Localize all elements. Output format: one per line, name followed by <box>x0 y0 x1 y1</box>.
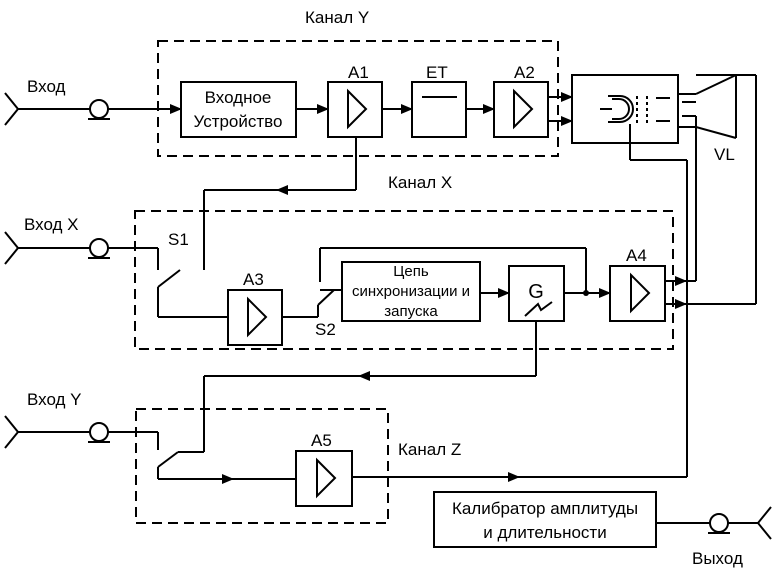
sync-trigger-block <box>341 261 481 322</box>
calibrator-block <box>433 491 657 548</box>
switch-s2-label: S2 <box>315 320 336 339</box>
sync-trigger-label-line2: синхронизации и <box>352 283 470 300</box>
input-connector-main <box>4 92 182 126</box>
amplifier-a4 <box>609 265 666 322</box>
sync-trigger-label-line1: Цепь <box>393 263 429 280</box>
delay-line-et <box>411 81 467 138</box>
input-y-label: Вход Y <box>27 390 82 409</box>
switch-z <box>157 451 204 479</box>
amplifier-a3-label: A3 <box>243 270 264 289</box>
amplifier-a5 <box>295 450 353 507</box>
amplifier-a4-label: A4 <box>626 246 647 265</box>
channel-y-frame <box>157 40 559 157</box>
input-main-label: Вход <box>27 77 66 96</box>
amplifier-a5-label: A5 <box>311 431 332 450</box>
output-label: Выход <box>692 549 743 568</box>
switch-s1-label: S1 <box>168 230 189 249</box>
channel-z-title: Канал Z <box>398 440 461 459</box>
junction-dot <box>583 290 589 296</box>
output-connector <box>656 506 772 540</box>
amplifier-a1 <box>327 81 383 138</box>
channel-y-title: Канал Y <box>305 8 369 27</box>
input-connector-x <box>4 231 159 266</box>
amplifier-a3 <box>227 289 283 346</box>
amplifier-a2-label: A2 <box>514 63 535 82</box>
switch-s1 <box>157 266 181 317</box>
crt-tube-vl <box>571 74 737 160</box>
switch-s2 <box>317 248 342 317</box>
channel-x-frame <box>134 210 674 350</box>
input-device-label-line2: Устройство <box>194 112 283 131</box>
calibrator-label-line2: и длительности <box>483 523 606 542</box>
input-connector-y <box>4 415 159 450</box>
sync-trigger-label-line3: запуска <box>384 303 438 320</box>
channel-x-title: Канал X <box>388 173 452 192</box>
sweep-generator-label: G <box>528 281 544 303</box>
amplifier-a2 <box>493 81 549 138</box>
input-device-block <box>180 81 297 138</box>
amplifier-a1-label: A1 <box>348 63 369 82</box>
delay-line-et-label: ET <box>426 63 448 82</box>
calibrator-label-line1: Калибратор амплитуды <box>452 499 638 518</box>
input-x-label: Вход X <box>24 215 79 234</box>
crt-vl-label: VL <box>714 145 735 164</box>
input-device-label-line1: Входное <box>205 88 272 107</box>
channel-z-frame <box>135 408 389 524</box>
